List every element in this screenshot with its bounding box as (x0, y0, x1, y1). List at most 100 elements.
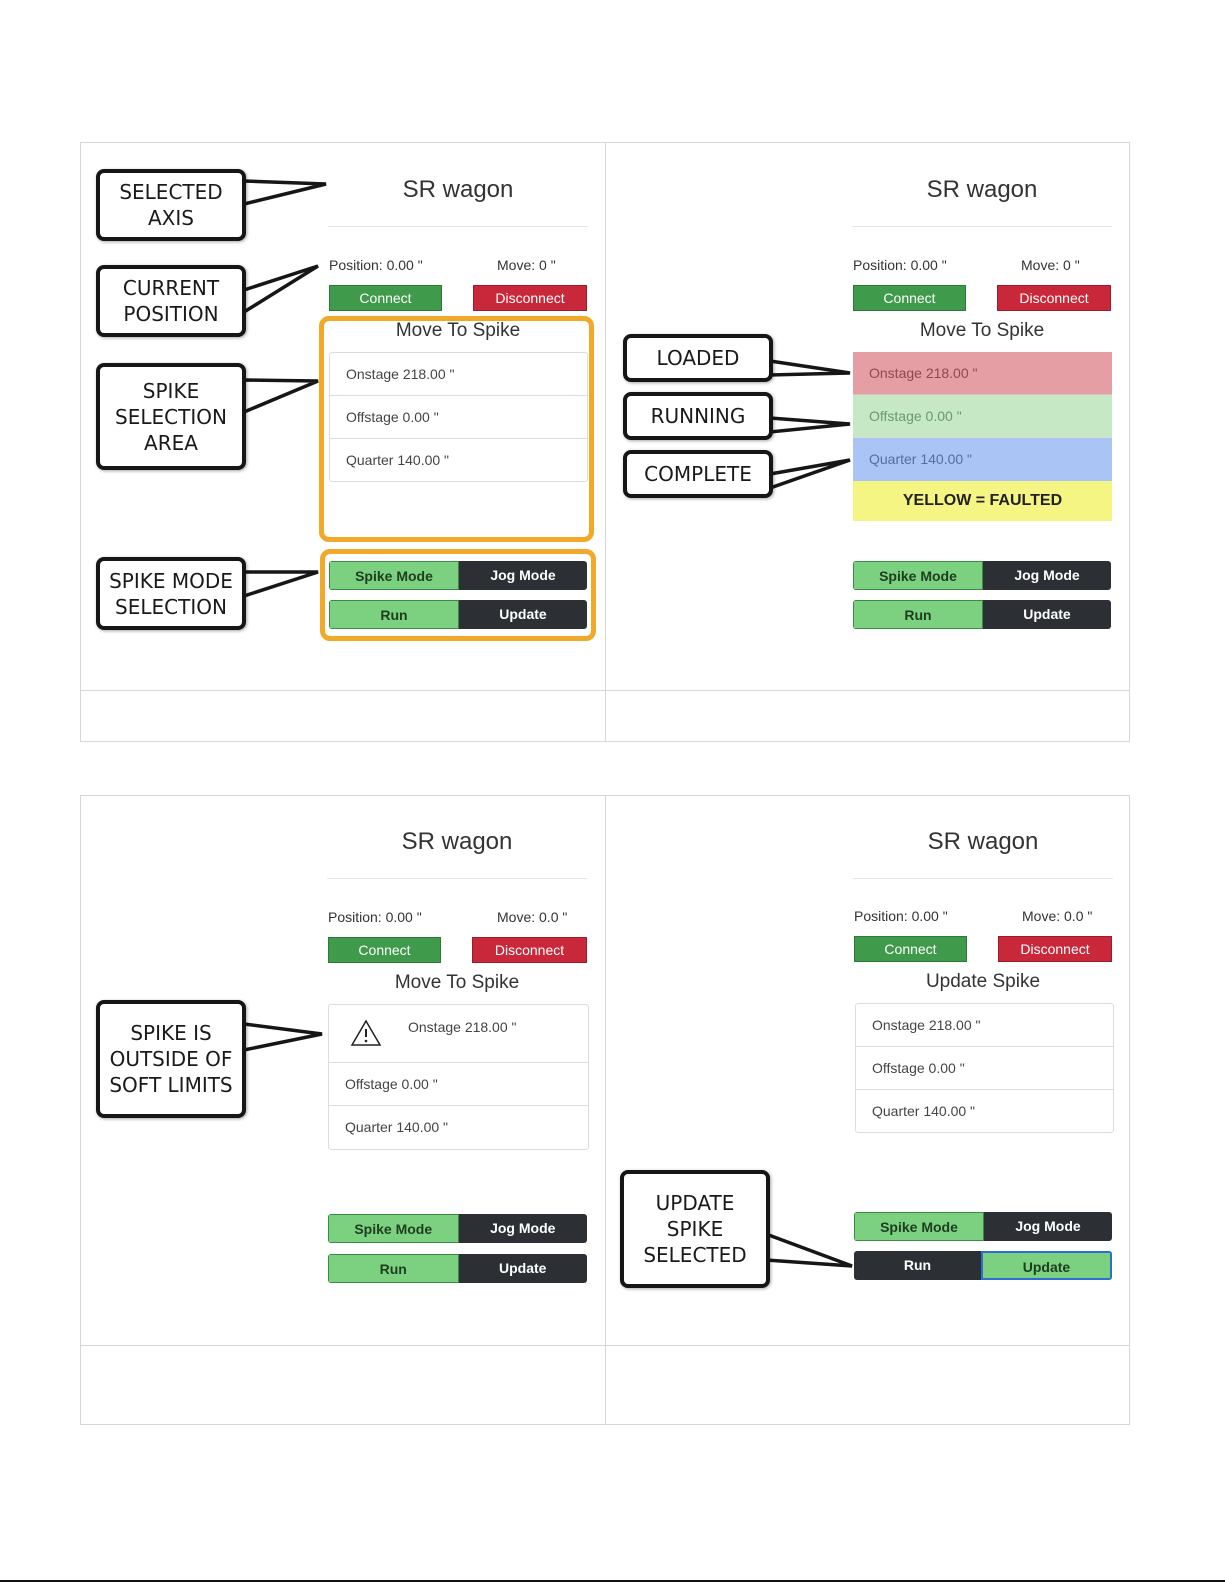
spike-item-onstage[interactable]: Onstage 218.00 " (329, 1005, 588, 1063)
callout-loaded: LOADED (623, 334, 773, 382)
run-button[interactable]: Run (854, 1251, 981, 1280)
spike-mode-button[interactable]: Spike Mode (854, 1212, 984, 1241)
axis-title: SR wagon (402, 176, 514, 203)
position-readout: Position: 0.00 " (328, 909, 422, 925)
callout-complete: COMPLETE (623, 450, 773, 498)
callout-line: SPIKE (142, 378, 200, 403)
jog-mode-button[interactable]: Jog Mode (984, 1212, 1112, 1241)
spike-mode-button[interactable]: Spike Mode (853, 561, 983, 590)
position-readout: Position: 0.00 " (329, 257, 423, 273)
warning-triangle-icon (350, 1019, 382, 1046)
callout-outside-limits: SPIKE IS OUTSIDE OF SOFT LIMITS (96, 1000, 246, 1118)
title-separator (328, 226, 588, 227)
callout-line: RUNNING (650, 404, 746, 428)
spike-list-title: Update Spike (925, 971, 1041, 992)
move-readout: Move: 0.0 " (497, 909, 568, 925)
disconnect-button[interactable]: Disconnect (473, 285, 587, 311)
action-toggle: Run Update (329, 600, 587, 629)
pointer-current-position (242, 264, 319, 316)
pointer-selected-axis (242, 179, 327, 207)
connect-button[interactable]: Connect (328, 937, 441, 963)
spike-item-offstage[interactable]: Offstage 0.00 " (330, 396, 587, 439)
jog-mode-button[interactable]: Jog Mode (983, 561, 1111, 590)
title-separator (853, 878, 1113, 879)
callout-line: SELECTED (119, 180, 223, 204)
spike-item-offstage[interactable]: Offstage 0.00 " (329, 1063, 588, 1106)
spike-list: Onstage 218.00 " Offstage 0.00 " Quarter… (853, 352, 1112, 481)
update-button[interactable]: Update (983, 600, 1111, 629)
callout-line: COMPLETE (644, 462, 752, 486)
callout-line: POSITION (123, 302, 219, 326)
connect-button[interactable]: Connect (854, 936, 967, 962)
callout-line: SPIKE MODE (109, 568, 233, 593)
spike-item-quarter[interactable]: Quarter 140.00 " (345, 1119, 449, 1135)
action-toggle: Run Update (853, 600, 1111, 629)
run-button[interactable]: Run (853, 600, 983, 629)
callout-line: SOFT LIMITS (109, 1073, 233, 1097)
spike-item-quarter[interactable]: Quarter 140.00 " (346, 452, 450, 468)
title-separator (852, 226, 1112, 227)
pointer-complete (768, 458, 851, 491)
callout-line: LOADED (656, 346, 740, 370)
pointer-running (768, 416, 851, 434)
callout-spike-mode-selection: SPIKE MODE SELECTION (96, 557, 246, 630)
disconnect-button[interactable]: Disconnect (998, 936, 1112, 962)
mode-toggle: Spike Mode Jog Mode (853, 561, 1111, 590)
jog-mode-button[interactable]: Jog Mode (458, 1214, 587, 1243)
spike-list-title: Move To Spike (919, 320, 1045, 341)
callout-spike-selection-area: SPIKE SELECTION AREA (96, 363, 246, 470)
move-readout: Move: 0 " (497, 257, 556, 273)
callout-line: SELECTED (643, 1243, 747, 1267)
spike-item-complete[interactable]: Quarter 140.00 " (853, 438, 1112, 481)
spike-item-onstage[interactable]: Onstage 218.00 " (330, 353, 587, 396)
callout-current-position: CURRENT POSITION (96, 265, 246, 337)
pointer-spike-selection (242, 378, 319, 415)
spike-item-running[interactable]: Offstage 0.00 " (853, 395, 1112, 438)
spike-item-offstage[interactable]: Offstage 0.00 " (856, 1047, 1113, 1090)
callout-line: AREA (144, 430, 198, 455)
spike-item-onstage[interactable]: Onstage 218.00 " (856, 1004, 1113, 1047)
move-readout: Move: 0 " (1021, 257, 1080, 273)
connect-button[interactable]: Connect (329, 285, 442, 311)
update-button[interactable]: Update (981, 1251, 1112, 1280)
position-readout: Position: 0.00 " (854, 908, 948, 924)
move-readout: Move: 0.0 " (1022, 908, 1093, 924)
disconnect-button[interactable]: Disconnect (472, 937, 587, 963)
update-button[interactable]: Update (458, 1254, 587, 1283)
update-button[interactable]: Update (459, 600, 587, 629)
top-figure-divider (605, 142, 606, 742)
run-button[interactable]: Run (329, 600, 459, 629)
mode-toggle: Spike Mode Jog Mode (328, 1214, 587, 1243)
pointer-update-spike (764, 1231, 853, 1268)
pointer-loaded (768, 358, 851, 377)
callout-line: CURRENT (122, 276, 220, 300)
faulted-legend: YELLOW = FAULTED (853, 481, 1112, 521)
axis-title: SR wagon (926, 176, 1038, 203)
run-button[interactable]: Run (328, 1254, 459, 1283)
disconnect-button[interactable]: Disconnect (997, 285, 1111, 311)
spike-list-title: Move To Spike (395, 320, 521, 341)
callout-line: SELECTION (115, 594, 227, 619)
spike-list-title: Move To Spike (394, 972, 520, 993)
pointer-outside-limits (242, 1022, 323, 1053)
callout-line: SPIKE IS (130, 1021, 212, 1045)
spike-mode-button[interactable]: Spike Mode (329, 561, 459, 590)
title-separator (327, 878, 587, 879)
spike-list: Onstage 218.00 " Offstage 0.00 " Quarter… (329, 352, 588, 482)
bottom-figure-footer-line (80, 1345, 1130, 1346)
jog-mode-button[interactable]: Jog Mode (459, 561, 587, 590)
callout-line: SPIKE (666, 1217, 724, 1241)
connect-button[interactable]: Connect (853, 285, 966, 311)
callout-line: SELECTION (115, 404, 227, 429)
axis-title: SR wagon (401, 828, 513, 855)
spike-item-quarter[interactable]: Quarter 140.00 " (872, 1103, 976, 1119)
callout-line: UPDATE (655, 1191, 735, 1215)
action-toggle: Run Update (854, 1251, 1112, 1280)
page-bottom-rule (0, 1580, 1225, 1582)
spike-item-loaded[interactable]: Onstage 218.00 " (853, 352, 1112, 395)
spike-list: Onstage 218.00 " Offstage 0.00 " Quarter… (328, 1004, 589, 1150)
bottom-figure-divider (605, 795, 606, 1425)
axis-title: SR wagon (927, 828, 1039, 855)
callout-line: OUTSIDE OF (109, 1047, 233, 1071)
spike-mode-button[interactable]: Spike Mode (328, 1214, 459, 1243)
